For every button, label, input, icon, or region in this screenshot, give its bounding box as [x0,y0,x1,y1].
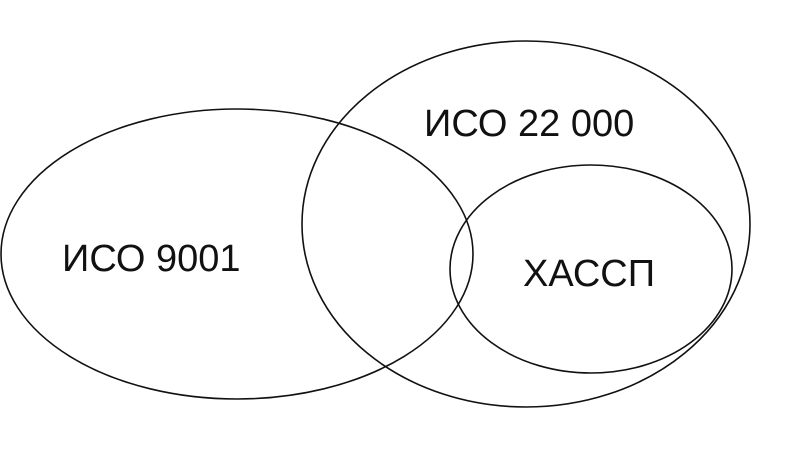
iso-22000-ellipse [301,40,751,408]
iso-9001-ellipse [0,108,474,400]
haccp-ellipse [449,164,733,374]
iso-22000-label: ИСО 22 000 [424,103,635,145]
haccp-label: ХАССП [523,253,656,295]
iso-9001-label: ИСО 9001 [62,238,241,280]
